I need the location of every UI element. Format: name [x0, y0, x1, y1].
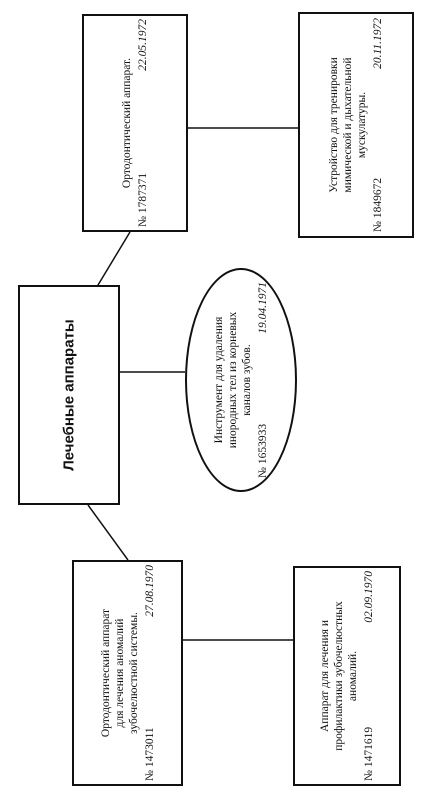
- node-prophylaxis-1970: Аппарат для лечения и профилактики зубоч…: [293, 566, 401, 786]
- node-ortho-1970-number: № 1473011: [143, 727, 156, 781]
- node-prophylaxis-1970-line-3: аномалий.: [347, 650, 359, 702]
- node-instrument-1971: Инструмент для удаления инородных тел из…: [185, 268, 297, 492]
- node-ortho-1970: Ортодонтический аппарат для лечения аном…: [72, 560, 183, 786]
- node-instrument-1971-line-3: каналов зубов.: [241, 344, 253, 416]
- node-ortho-1972-title: Ортодонтический аппарат.: [121, 57, 133, 189]
- node-instrument-1971-date: 19.04.1971: [257, 282, 269, 334]
- node-prophylaxis-1970-line-2: профилактики зубочелюстных: [333, 601, 345, 751]
- node-ortho-1970-line-3: зубочелюстной системы.: [127, 612, 140, 734]
- node-instrument-1971-line-2: инородных тел из корневых: [227, 311, 239, 449]
- node-instrument-1971-line-1: Инструмент для удаления: [213, 316, 225, 444]
- node-instrument-1971-number: № 1653933: [257, 423, 269, 478]
- connector-central-to-ortho-1972: [91, 231, 131, 296]
- node-ortho-1972: Ортодонтический аппарат. № 1787371 22.05…: [82, 14, 188, 232]
- node-prophylaxis-1970-date: 02.09.1970: [363, 571, 375, 623]
- connector-central-to-ortho-1970: [87, 504, 129, 561]
- node-trainer-1972-line-2: мимической и дыхательной: [342, 57, 354, 193]
- central-node-label: Лечебные аппараты: [60, 319, 78, 471]
- node-trainer-1972-number: № 1849672: [372, 177, 384, 232]
- node-trainer-1972-line-1: Устройство для тренировки: [328, 57, 340, 193]
- node-ortho-1972-date: 22.05.1972: [137, 19, 149, 71]
- node-trainer-1972-date: 20.11.1972: [372, 18, 384, 69]
- node-prophylaxis-1970-line-1: Аппарат для лечения и: [319, 620, 331, 733]
- node-trainer-1972-line-3: мускулатуры.: [356, 91, 368, 159]
- node-ortho-1972-number: № 1787371: [137, 172, 149, 227]
- node-trainer-1972: Устройство для тренировки мимической и д…: [298, 12, 414, 238]
- node-prophylaxis-1970-number: № 1471619: [363, 726, 375, 781]
- central-node: Лечебные аппараты: [18, 285, 120, 505]
- node-ortho-1970-line-1: Ортодонтический аппарат: [99, 608, 112, 738]
- node-ortho-1970-line-2: для лечения аномалий: [113, 618, 126, 728]
- node-ortho-1970-date: 27.08.1970: [143, 565, 156, 617]
